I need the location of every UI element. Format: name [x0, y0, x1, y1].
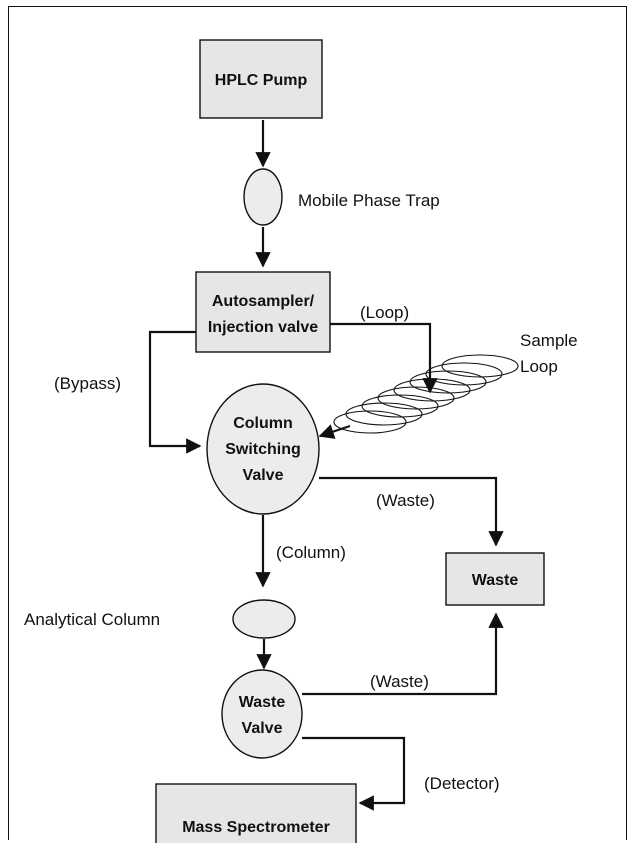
edge-label-column: (Column) [276, 543, 346, 562]
sample-loop-label-line2: Loop [520, 357, 558, 376]
waste-label: Waste [472, 572, 519, 589]
waste-valve-label-line1: Waste [239, 694, 286, 711]
sample-loop-label-line1: Sample [520, 331, 578, 350]
diagram-frame [8, 6, 627, 840]
mobile-phase-trap: Mobile Phase Trap [243, 168, 440, 226]
analytical-column-label: Analytical Column [24, 610, 160, 629]
edge-label-bypass: (Bypass) [54, 374, 121, 393]
sample-loop-coil: Sample Loop [333, 331, 578, 434]
edge-label-waste-bottom: (Waste) [370, 672, 429, 691]
arrow-loop [330, 322, 438, 394]
arrow-waste-valve-to-waste [302, 612, 504, 696]
arrow-loop-to-switching [318, 424, 351, 439]
edge-label-loop: (Loop) [360, 303, 409, 322]
mobile-phase-trap-label: Mobile Phase Trap [298, 191, 440, 210]
analytical-column: Analytical Column [24, 599, 296, 639]
arrow-switching-to-waste [319, 476, 504, 547]
column-switching-label-line3: Valve [243, 467, 284, 484]
autosampler-label-line1: Autosampler/ [212, 293, 315, 310]
arrow-bypass [148, 330, 202, 454]
waste-valve: Waste Valve [221, 669, 303, 759]
waste-box: Waste [445, 552, 545, 606]
arrow-detector [302, 736, 406, 811]
edge-label-detector: (Detector) [424, 774, 500, 793]
column-switching-label-line2: Switching [225, 441, 301, 458]
hplc-pump-box: HPLC Pump [199, 39, 323, 119]
mass-spectrometer-label: Mass Spectrometer [182, 819, 330, 836]
autosampler-label-line2: Injection valve [208, 319, 318, 336]
autosampler-box: Autosampler/ Injection valve [195, 271, 331, 353]
edge-label-waste-top: (Waste) [376, 491, 435, 510]
waste-valve-label-line2: Valve [242, 720, 283, 737]
column-switching-label-line1: Column [233, 415, 293, 432]
column-switching-valve: Column Switching Valve [206, 383, 320, 515]
mass-spectrometer-box: Mass Spectrometer [155, 783, 357, 843]
hplc-pump-label: HPLC Pump [215, 72, 308, 89]
